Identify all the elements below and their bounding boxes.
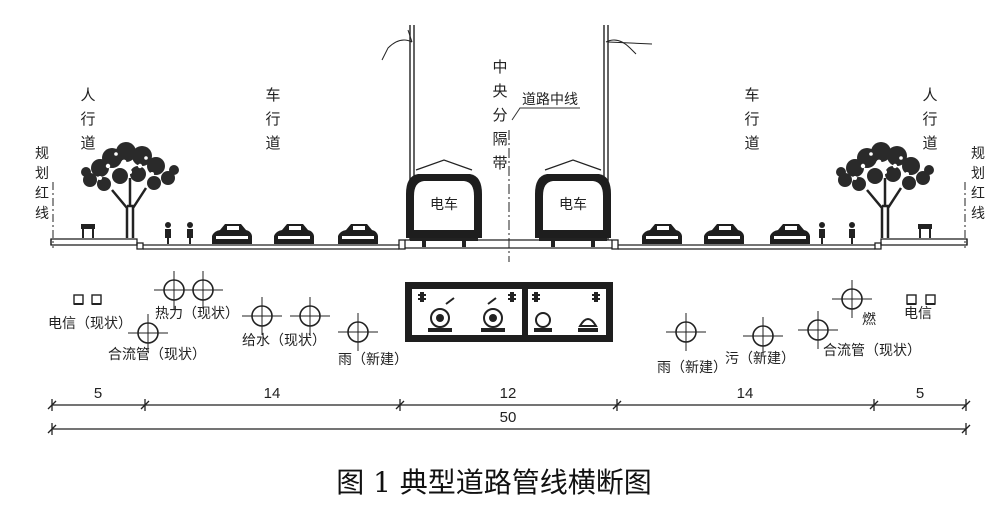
bench-right: [918, 224, 932, 238]
car-right-2: [704, 224, 744, 244]
dim-median: 12: [500, 385, 517, 402]
cyclist-right: [819, 222, 825, 244]
combined-right-label: 合流管（现状）: [823, 343, 921, 359]
heating-label: 热力（现状）: [155, 306, 239, 322]
sewage-label: 污（新建）: [725, 351, 795, 367]
rain-left-label: 雨（新建）: [338, 352, 408, 368]
utility-tunnel: [405, 282, 613, 342]
red-line-left-4: 线: [35, 206, 49, 222]
red-line-right-1: 规: [971, 146, 985, 162]
zone-carriageway-left-2: 行: [265, 110, 280, 128]
car-left-3: [338, 224, 378, 244]
zone-median-2: 央: [492, 82, 507, 100]
telecom-left-duct-1-icon: [73, 294, 84, 305]
pedestrian-left: [165, 222, 171, 244]
telecom-left-label: 电信（现状）: [48, 316, 132, 332]
cyclist-left: [187, 222, 193, 244]
dim-carriageway-left: 14: [264, 385, 281, 402]
pipelines: 电信（现状） 热力（现状） 合流管（现状） 给水（现状） 雨（新建） 雨（新建）…: [48, 270, 936, 376]
zone-sidewalk-right-3: 道: [922, 134, 937, 152]
zone-labels: 人 行 道 车 行 道 中 央 分 隔 带 车 行 道 人 行 道 规 划 红 …: [35, 58, 985, 222]
red-line-left-2: 划: [35, 166, 49, 182]
car-left-2: [274, 224, 314, 244]
water-pipe-2-icon: [289, 296, 331, 336]
water-label: 给水（现状）: [242, 333, 326, 349]
red-line-left-3: 红: [35, 186, 49, 202]
pedestrian-right: [849, 222, 855, 244]
rain-right-pipe-icon: [665, 312, 707, 352]
zone-sidewalk-right-2: 行: [922, 110, 937, 128]
dim-total: 50: [500, 409, 517, 426]
dim-sidewalk-left: 5: [94, 385, 102, 402]
sewage-pipe-icon: [742, 316, 784, 356]
segment-dimension-line: [47, 399, 971, 411]
figure-caption: 图 1 典型道路管线横断图: [336, 466, 652, 499]
zone-sidewalk-right-1: 人: [922, 86, 937, 104]
zone-sidewalk-left-2: 行: [80, 110, 95, 128]
zone-carriageway-left-3: 道: [265, 134, 280, 152]
centerline-label: 道路中线: [522, 92, 578, 108]
zone-sidewalk-left-3: 道: [80, 134, 95, 152]
red-line-left-1: 规: [35, 146, 49, 162]
red-line-right-4: 线: [971, 206, 985, 222]
zone-median-4: 隔: [492, 130, 507, 148]
car-right-3: [770, 224, 810, 244]
rain-right-label: 雨（新建）: [657, 360, 727, 376]
zone-carriageway-right-2: 行: [744, 110, 759, 128]
zone-median-3: 分: [492, 106, 507, 124]
centerline-leader: [511, 107, 580, 121]
dim-sidewalk-right: 5: [916, 385, 924, 402]
red-line-right-3: 红: [971, 186, 985, 202]
tree-left: [79, 140, 181, 240]
street-light-right: [603, 25, 653, 240]
zone-median-5: 带: [492, 154, 507, 172]
zone-carriageway-right-1: 车: [744, 86, 759, 104]
telecom-right-duct-1-icon: [906, 294, 917, 305]
heating-pipe-2-icon: [182, 270, 224, 310]
telecom-right-duct-2-icon: [925, 294, 936, 305]
car-right-1: [642, 224, 682, 244]
total-dimension-line: [47, 423, 971, 435]
combined-left-label: 合流管（现状）: [108, 347, 206, 363]
red-line-right-2: 划: [971, 166, 985, 182]
gas-label: 燃: [862, 311, 876, 328]
water-pipe-1-icon: [241, 296, 283, 336]
telecom-right-label: 电信: [904, 306, 932, 322]
car-left-1: [212, 224, 252, 244]
zone-median-1: 中: [492, 58, 507, 76]
tram-left-label: 电车: [430, 196, 458, 213]
telecom-left-duct-2-icon: [91, 294, 102, 305]
tram-right-label: 电车: [559, 196, 587, 213]
bench-left: [81, 224, 95, 238]
zone-carriageway-right-3: 道: [744, 134, 759, 152]
rain-left-pipe-icon: [337, 312, 379, 352]
zone-carriageway-left-1: 车: [265, 86, 280, 104]
dim-carriageway-right: 14: [737, 385, 754, 402]
zone-sidewalk-left-1: 人: [80, 86, 95, 104]
